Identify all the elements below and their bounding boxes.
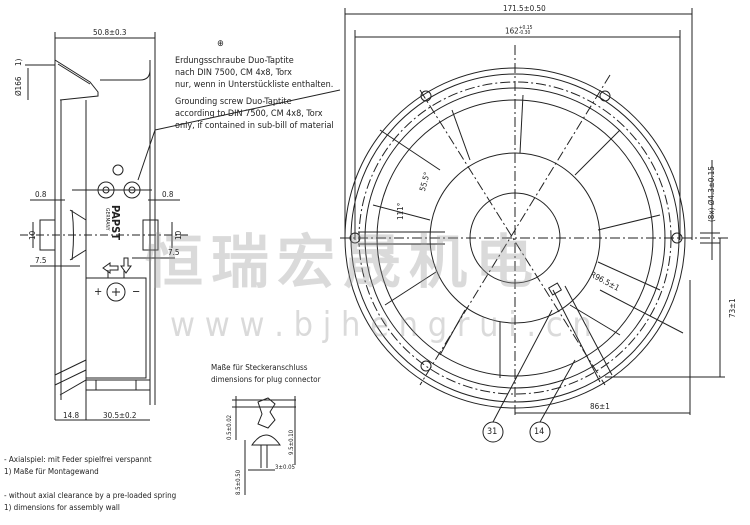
plug-title-de: Maße für Steckeranschluss	[211, 363, 308, 372]
holes-label: (8x) Ø4.3±0.15	[707, 166, 716, 222]
footnote-en-2: 1) dimensions for assembly wall	[4, 503, 120, 512]
callout-14: 14	[534, 427, 545, 437]
dim-10-left: 10	[28, 230, 37, 240]
plug-title-en: dimensions for plug connector	[211, 375, 321, 384]
plug-view	[232, 396, 296, 495]
callout-31: 31	[487, 427, 498, 437]
note-de-2: nach DIN 7500, CM 4x8, Torx	[175, 68, 292, 78]
note-de-3: nur, wenn in Unterstückliste enthalten.	[175, 80, 334, 90]
note-en-1: Grounding screw Duo-Taptite	[175, 97, 292, 107]
dim-holes: 162+0.15-0.30	[505, 26, 533, 36]
front-view	[340, 8, 730, 443]
dim-86: 86±1	[590, 402, 610, 411]
watermark-cn: 恒瑞宏晟机电	[145, 228, 542, 296]
angle-111: 111°	[396, 202, 405, 220]
dim-7-5-right: 7.5	[168, 248, 180, 257]
dim-holes-tol-up: +0.15	[518, 25, 533, 31]
dim-7-5-left: 7.5	[35, 256, 47, 265]
dim-0-8-right: 0.8	[162, 190, 174, 199]
footnote-de-2: 1) Maße für Montagewand	[4, 467, 99, 476]
note-de-1: Erdungsschraube Duo-Taptite	[175, 56, 294, 66]
plug-dim-9-5: 9.5±0.10	[288, 429, 295, 455]
papst-sub: GERMANY	[104, 208, 110, 231]
plug-dim-8-5: 8.5±0.50	[235, 469, 242, 495]
dim-diameter: Ø166	[14, 76, 23, 96]
plus-sign: +	[94, 285, 103, 298]
dim-73: 73±1	[728, 298, 737, 318]
note-en-3: only, if contained in sub-bill of materi…	[175, 121, 334, 131]
blades	[358, 94, 661, 378]
papst-logo: PAPST	[109, 205, 122, 241]
minus-sign: −	[132, 285, 141, 298]
side-view	[20, 32, 341, 421]
footnote-de-1: - Axialspiel: mit Feder spielfrei verspa…	[4, 455, 152, 464]
dim-0-8-left: 0.8	[35, 190, 47, 199]
dim-width: 50.8±0.3	[93, 28, 127, 37]
ground-marker: ⊕	[217, 39, 224, 49]
dim-diameter-note: 1)	[14, 58, 23, 66]
dim-10-right: 10	[174, 230, 183, 240]
note-en-2: according to DIN 7500, CM 4x8, Torx	[175, 109, 323, 119]
dim-holes-main: 162	[505, 26, 519, 36]
plug-dim-3: 3±0.05	[275, 464, 295, 471]
dim-30-5: 30.5±0.2	[103, 411, 137, 420]
dim-overall: 171.5±0.50	[503, 4, 546, 13]
footnote-en-1: - without axial clearance by a pre-loade…	[4, 491, 177, 500]
dim-14-8: 14.8	[63, 411, 80, 420]
watermark-url: w w w . b j h e n g r u i . c n	[170, 305, 592, 345]
plug-dim-0-5: 0.5±0.02	[226, 414, 233, 440]
dim-holes-tol-dn: -0.30	[518, 30, 531, 36]
